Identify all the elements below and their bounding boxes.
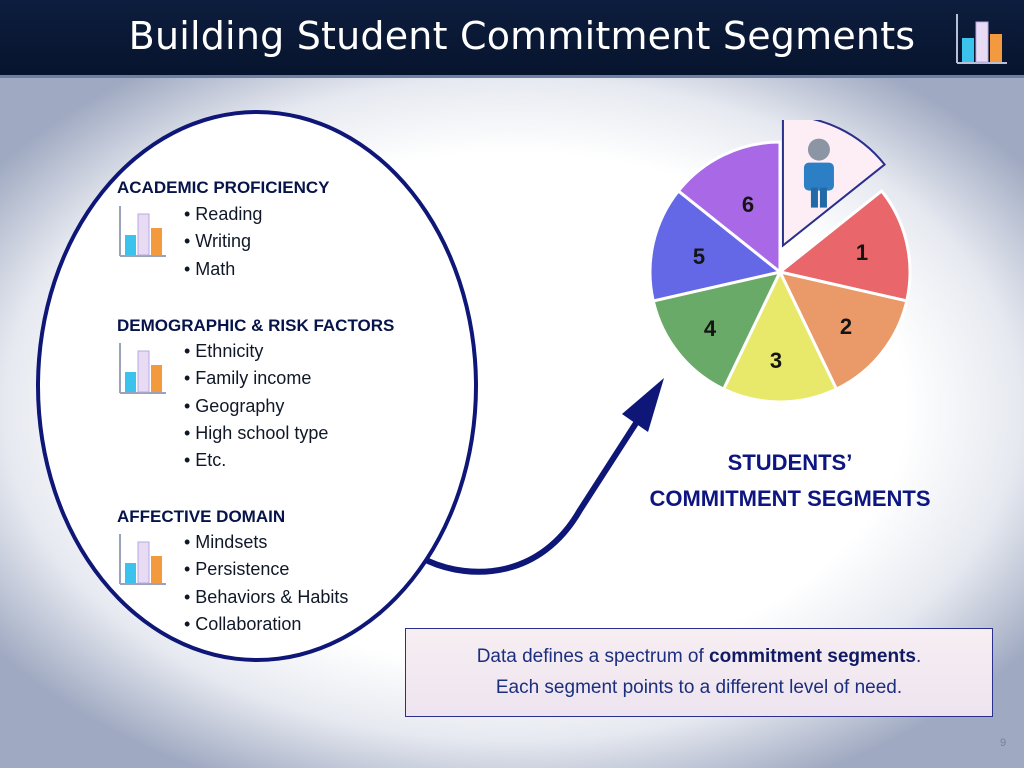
note-line1: Data defines a spectrum of commitment se… (406, 641, 992, 672)
pie-wedge-3 (721, 268, 839, 404)
pie-label-line1: STUDENTS’ (727, 450, 853, 475)
pie-wedge-4 (651, 269, 783, 392)
list-item: • Math (184, 258, 236, 279)
pie-wedge-2 (777, 269, 909, 392)
title-bar: Building Student Commitment Segments (0, 0, 1024, 78)
list-item: • Geography (184, 395, 285, 416)
note-line2: Each segment points to a different level… (495, 677, 903, 698)
list-item: • High school type (184, 422, 329, 443)
pie-wedge-label: 6 (742, 192, 754, 217)
list-item: • Writing (184, 231, 251, 252)
list-item: • Mindsets (184, 532, 268, 552)
section-list-academic: • Reading • Writing • Math (184, 201, 262, 283)
pie-wedge-label: 4 (704, 316, 717, 341)
pie-label-line2: COMMITMENT SEGMENTS (649, 486, 931, 511)
pie-wedge-label: 5 (693, 244, 705, 269)
section-title-demographic: DEMOGRAPHIC & RISK FACTORS (117, 316, 395, 335)
section-list-affective: • Mindsets • Persistence • Behaviors & H… (184, 529, 348, 638)
pie-wedge-1 (776, 188, 912, 303)
list-item: • Family income (184, 368, 312, 389)
pie-wedge-5 (648, 188, 784, 303)
bar-chart-icon (119, 534, 166, 585)
section-title-affective: AFFECTIVE DOMAIN (117, 507, 286, 526)
list-item: • Persistence (184, 559, 290, 580)
list-item: • Behaviors & Habits (184, 586, 349, 607)
pie-wedge-6 (676, 140, 782, 276)
pie-wedge-label: 3 (770, 348, 782, 373)
list-item: • Ethnicity (184, 341, 264, 361)
bar-chart-icon (119, 343, 166, 394)
page-title: Building Student Commitment Segments (128, 14, 916, 58)
person-icon (803, 138, 834, 208)
list-item: • Etc. (184, 450, 227, 471)
bar-chart-icon (119, 206, 166, 257)
page-number: 9 (1000, 737, 1007, 749)
section-title-academic: ACADEMIC PROFICIENCY (117, 178, 330, 197)
callout-note: Data defines a spectrum of commitment se… (405, 628, 993, 717)
note-bold: commitment segments (709, 646, 916, 667)
pie-wedge-label: 2 (840, 314, 852, 339)
data-sources-ellipse (36, 110, 478, 662)
bar-chart-icon (956, 14, 1007, 64)
list-item: • Reading (184, 204, 263, 224)
note-text: Data defines a spectrum of (476, 646, 710, 667)
commitment-pie-chart: 1 2 3 4 5 6 (648, 120, 912, 404)
list-item: • Collaboration (184, 613, 302, 634)
section-list-demographic: • Ethnicity • Family income • Geography … (184, 338, 328, 474)
note-text-end: . (916, 646, 922, 667)
pie-wedge-label: 1 (856, 240, 868, 265)
